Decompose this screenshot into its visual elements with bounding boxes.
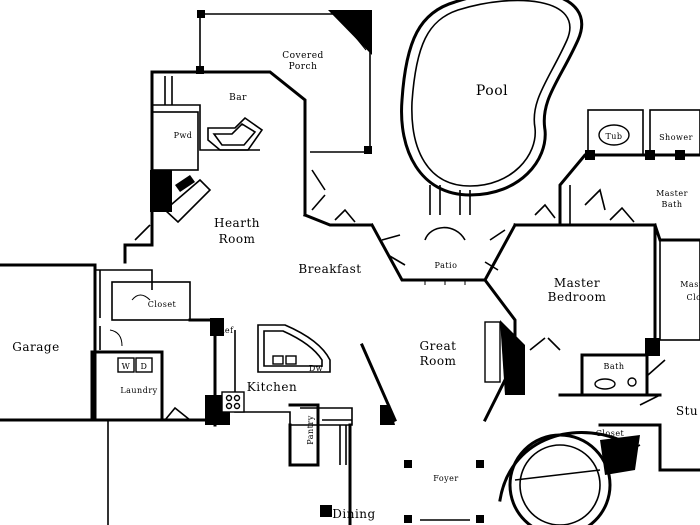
ref-label: Ref bbox=[218, 326, 234, 335]
covered-porch-label-2: Porch bbox=[289, 62, 318, 72]
laundry-label: Laundry bbox=[120, 386, 157, 395]
master-closet-label-2: Clo bbox=[687, 293, 700, 302]
shower-label: Shower bbox=[659, 133, 693, 142]
master-bedroom-label-1: Master bbox=[554, 276, 600, 290]
master-closet-label-1: Maste bbox=[680, 280, 700, 289]
pwd-label: Pwd bbox=[174, 131, 193, 140]
garage-label: Garage bbox=[12, 340, 59, 354]
pool bbox=[400, 0, 584, 241]
great-room-label-2: Room bbox=[420, 354, 457, 368]
bath-label: Bath bbox=[603, 362, 624, 371]
dryer-label: D bbox=[141, 362, 148, 371]
bar-label: Bar bbox=[229, 93, 247, 103]
pool-label: Pool bbox=[476, 83, 508, 99]
great-room-label-1: Great bbox=[420, 339, 457, 353]
covered-porch-area bbox=[196, 10, 372, 154]
master-bath-label-2: Bath bbox=[661, 200, 682, 209]
foyer-label: Foyer bbox=[433, 474, 459, 483]
dw-label: Dw bbox=[309, 364, 323, 373]
closet-right-label: Closet bbox=[596, 429, 625, 438]
hearth-room-label-1: Hearth bbox=[214, 216, 260, 230]
washer-label: W bbox=[122, 362, 131, 371]
study-label: Stu bbox=[676, 404, 698, 418]
breakfast-label: Breakfast bbox=[298, 262, 361, 276]
dining-label: Dining bbox=[332, 507, 375, 521]
hearth-room-label-2: Room bbox=[219, 232, 256, 246]
closet-left-label: Closet bbox=[148, 300, 177, 309]
master-bath-label-1: Master bbox=[656, 189, 688, 198]
pantry-label: Pantry bbox=[306, 415, 315, 445]
master-bedroom-label-2: Bedroom bbox=[548, 290, 607, 304]
walls bbox=[0, 70, 700, 525]
kitchen-label: Kitchen bbox=[247, 380, 297, 394]
tub-label: Tub bbox=[605, 132, 622, 141]
covered-porch-label-1: Covered bbox=[282, 51, 324, 61]
patio-label: Patio bbox=[435, 261, 458, 270]
